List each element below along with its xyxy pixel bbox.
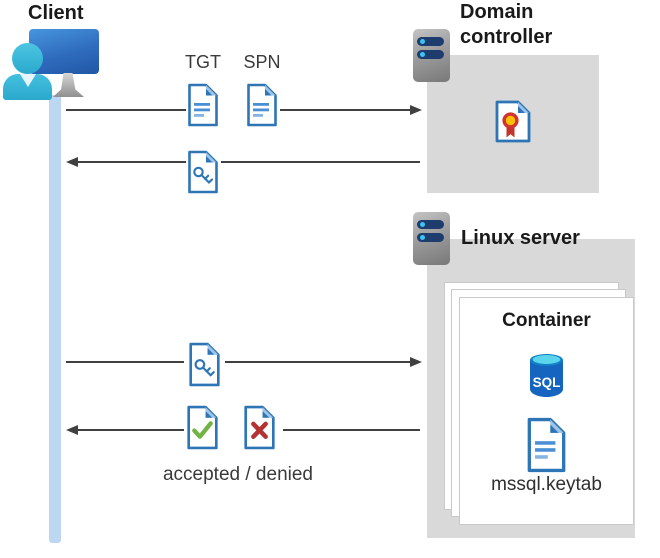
user-head-icon <box>12 43 43 74</box>
monitor-stand-icon <box>53 73 84 97</box>
user-collar-icon <box>20 74 36 87</box>
spn-label: SPN <box>243 52 281 72</box>
arrow-client-to-linux-head-icon <box>410 356 422 367</box>
domain-controller-server-icon <box>413 29 450 82</box>
domain-controller-label: Domain controller <box>460 1 553 48</box>
tgt-document-icon <box>188 83 218 127</box>
arrow-client-to-dc-line-left <box>66 109 186 111</box>
arrow-client-to-linux-line-right <box>225 361 411 363</box>
check-document-icon <box>187 405 218 450</box>
key-document-icon <box>188 150 218 194</box>
keytab-document-icon <box>527 417 566 473</box>
arrow-client-to-dc-head-icon <box>410 104 422 115</box>
key-document-icon <box>189 342 220 387</box>
tgt-label: TGT <box>185 52 221 72</box>
mssql-keytab-label: mssql.keytab <box>491 474 602 495</box>
server-bar-icon <box>417 49 444 59</box>
linux-server-label: Linux server <box>461 227 580 249</box>
arrow-linux-to-client-line-left <box>77 429 184 431</box>
container-card-front: Container SQL mssql.keytab <box>459 297 634 525</box>
server-bar-icon <box>417 232 444 242</box>
arrow-dc-to-client-head-icon <box>66 156 78 167</box>
arrow-client-to-linux-line-left <box>66 361 184 363</box>
server-bar-icon <box>417 220 444 229</box>
x-document-icon <box>244 405 275 450</box>
arrow-linux-to-client-line-right <box>283 429 420 431</box>
spn-document-icon <box>247 83 277 127</box>
arrow-linux-to-client-head-icon <box>66 424 78 435</box>
client-label: Client <box>28 2 84 24</box>
certificate-icon <box>495 100 531 143</box>
arrow-dc-to-client-line-left <box>77 161 186 163</box>
server-bar-icon <box>417 37 444 46</box>
client-timeline-bar <box>49 95 61 543</box>
arrow-dc-to-client-line-right <box>221 161 420 163</box>
sql-database-icon: SQL <box>530 354 563 397</box>
accepted-denied-label: accepted / denied <box>162 464 313 485</box>
sql-label: SQL <box>533 375 561 390</box>
arrow-client-to-dc-line-right <box>280 109 411 111</box>
linux-server-icon <box>413 212 450 265</box>
container-label: Container <box>502 310 591 331</box>
